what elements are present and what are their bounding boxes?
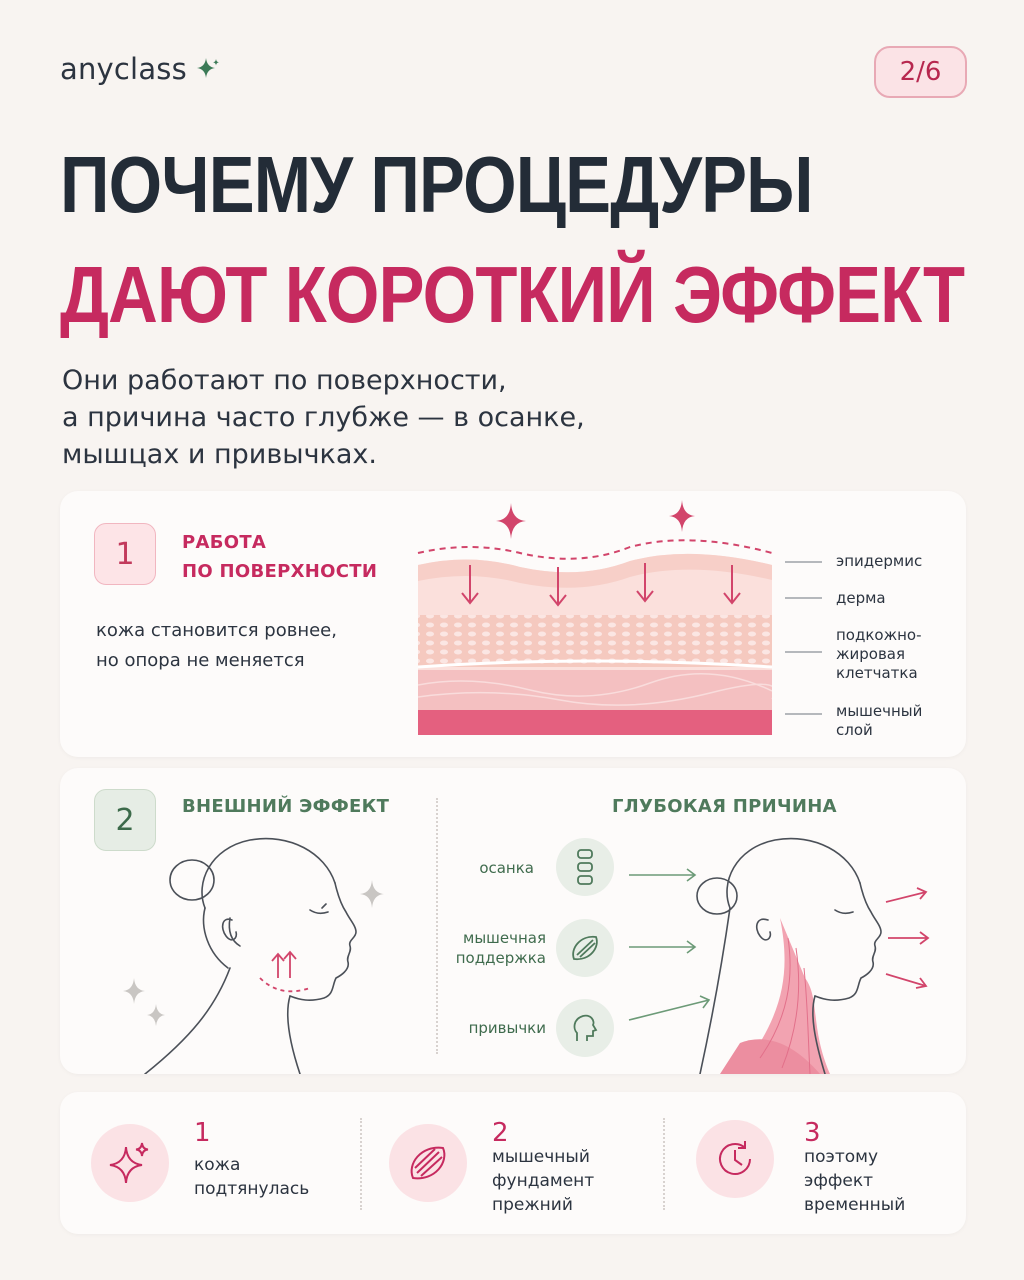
- brand-name: anyclass: [60, 52, 187, 86]
- sparkle-icon: [496, 500, 695, 539]
- subtitle-line-1: Они работают по поверхности,: [62, 365, 507, 396]
- label-epidermis: эпидермис: [836, 552, 923, 570]
- summary-2-icon: [389, 1124, 467, 1202]
- section-2-right-title: ГЛУБОКАЯ ПРИЧИНА: [612, 796, 837, 817]
- clock-icon: [719, 1141, 751, 1175]
- cause-habits-label: привычки: [468, 1019, 546, 1037]
- summary-1-text: кожа подтянулась: [194, 1155, 310, 1199]
- cause-arrows: [628, 868, 711, 1021]
- sparkle-icon: [123, 880, 384, 1026]
- summary-1-icon: [91, 1124, 169, 1202]
- section-1-number: 1: [94, 523, 156, 585]
- headline-line-2: ДАЮТ КОРОТКИЙ ЭФФЕКТ: [60, 250, 965, 339]
- summary-divider-1: [360, 1118, 362, 1210]
- face-with-muscles-illustration: [696, 837, 930, 1074]
- summary-2-text: мышечный фундамент прежний: [492, 1147, 595, 1215]
- label-dermis: дерма: [836, 589, 886, 607]
- summary-3-text: поэтому эффект временный: [804, 1147, 906, 1215]
- head-profile-icon: [556, 999, 614, 1057]
- muscle-icon: [410, 1146, 446, 1180]
- subtitle: Они работают по поверхности, а причина ч…: [62, 362, 702, 473]
- label-subcutaneous: подкожно- жировая клетчатка: [836, 626, 922, 682]
- summary-1-number: 1: [194, 1118, 211, 1148]
- cause-muscle-label: мышечная поддержка: [455, 929, 546, 967]
- face-profile-illustration: [123, 837, 384, 1074]
- skin-layers-illustration: [417, 500, 773, 735]
- cause-posture-label: осанка: [479, 859, 534, 877]
- summary-2-number: 2: [492, 1118, 509, 1148]
- summary-3-number: 3: [804, 1118, 821, 1148]
- muscle-icon: [556, 919, 614, 977]
- section-2-divider: [436, 798, 438, 1054]
- sparkle-icon: [196, 58, 219, 78]
- brand-logo: anyclass: [60, 52, 221, 86]
- summary-card: [60, 1092, 966, 1234]
- section-2-number: 2: [94, 789, 156, 851]
- label-muscle-layer: мышечный слой: [836, 702, 923, 739]
- subtitle-line-2: а причина часто глубже — в осанке,: [62, 402, 585, 433]
- section-2-left-title: ВНЕШНИЙ ЭФФЕКТ: [182, 796, 390, 817]
- posture-spine-icon: [556, 838, 614, 896]
- section-1-title: РАБОТА ПО ПОВЕРХНОСТИ: [182, 532, 378, 582]
- sparkle-icon: [109, 1142, 149, 1184]
- headline-line-1: ПОЧЕМУ ПРОЦЕДУРЫ: [60, 140, 814, 229]
- summary-divider-2: [663, 1118, 665, 1210]
- section-1-text: кожа становится ровнее, но опора не меня…: [96, 620, 337, 671]
- page-indicator: 2/6: [874, 46, 967, 98]
- layer-leader-lines: [785, 561, 822, 715]
- subtitle-line-3: мышцах и привычках.: [62, 439, 377, 470]
- summary-3-icon: [696, 1120, 774, 1198]
